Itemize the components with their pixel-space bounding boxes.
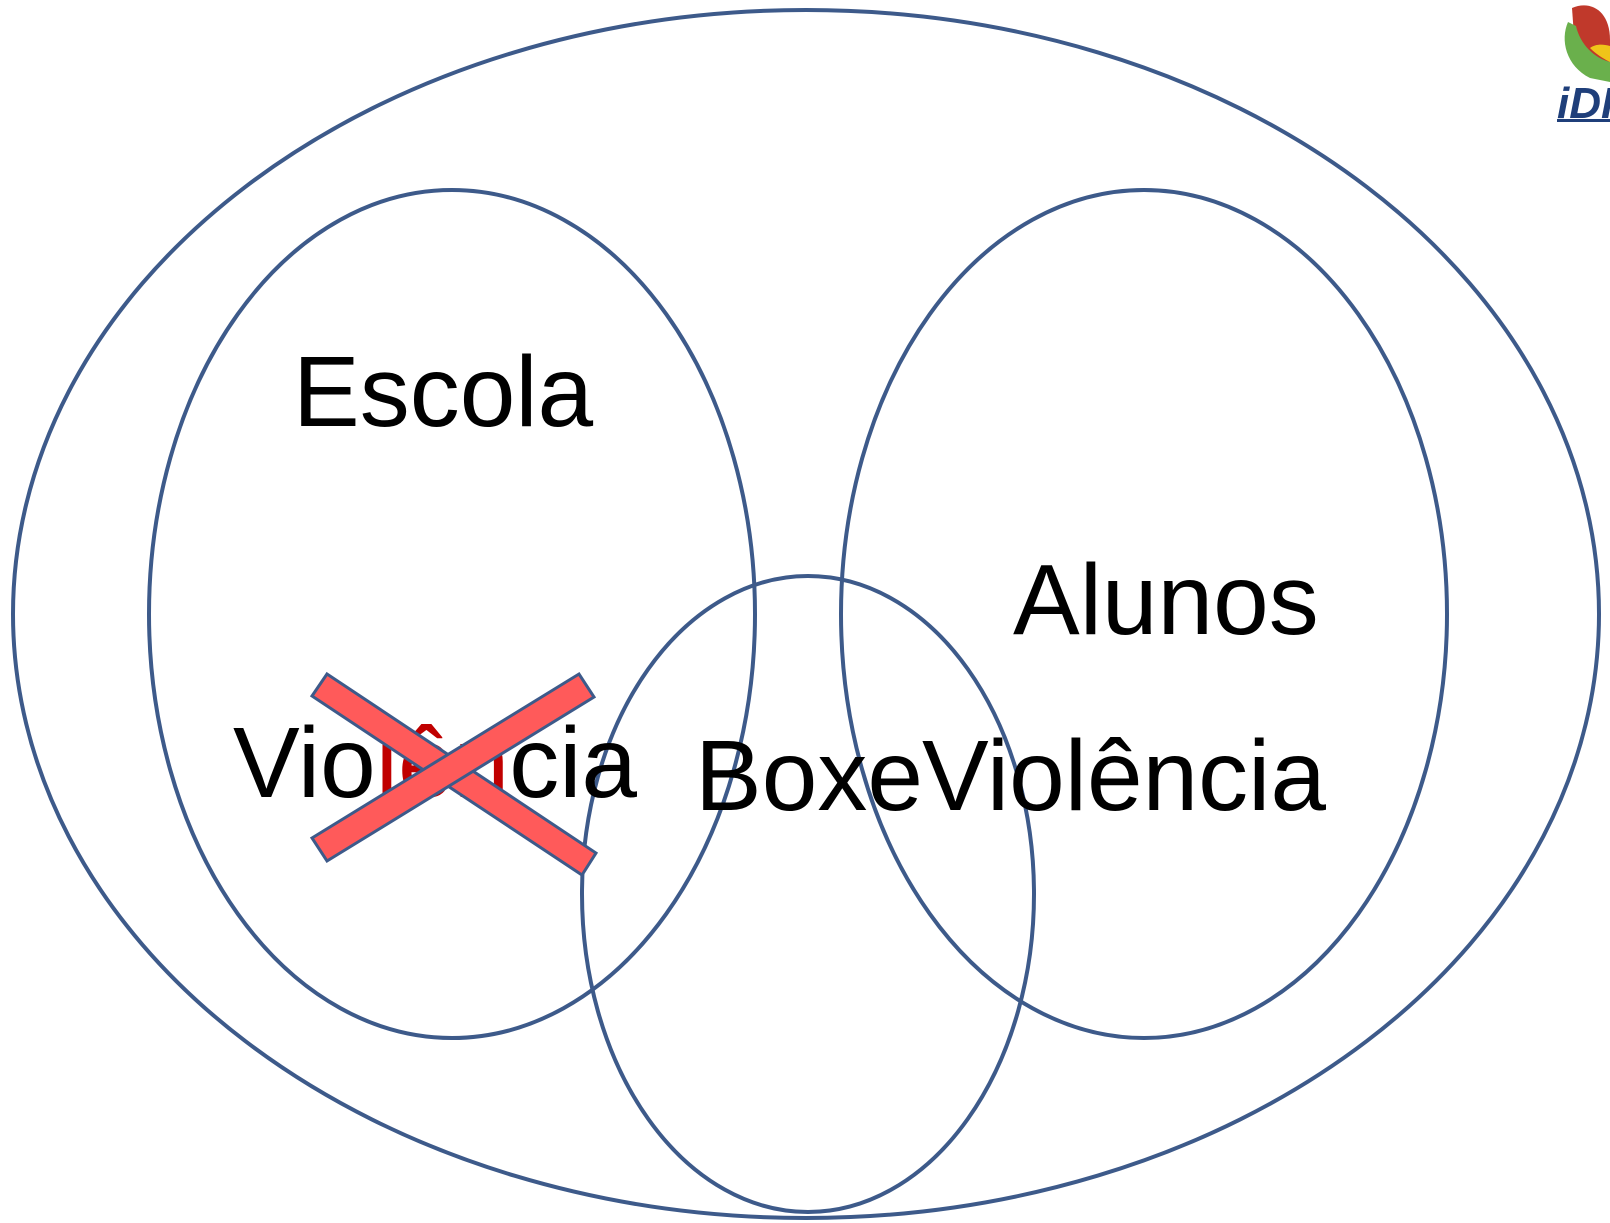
outer-ellipse bbox=[11, 8, 1601, 1220]
cross-out-icon bbox=[309, 671, 599, 878]
logo-underline bbox=[1557, 119, 1610, 122]
violencia-right-label: Violência bbox=[922, 720, 1326, 832]
escola-ellipse bbox=[147, 188, 757, 1040]
idi-logo: iDI bbox=[1557, 5, 1610, 128]
escola-label: Escola bbox=[293, 336, 594, 448]
alunos-ellipse bbox=[839, 188, 1449, 1040]
violencia-left-prefix: Vio bbox=[233, 707, 376, 819]
boxe-ellipse bbox=[580, 574, 1036, 1214]
alunos-label: Alunos bbox=[1013, 544, 1319, 656]
boxe-label: Boxe bbox=[695, 720, 923, 832]
